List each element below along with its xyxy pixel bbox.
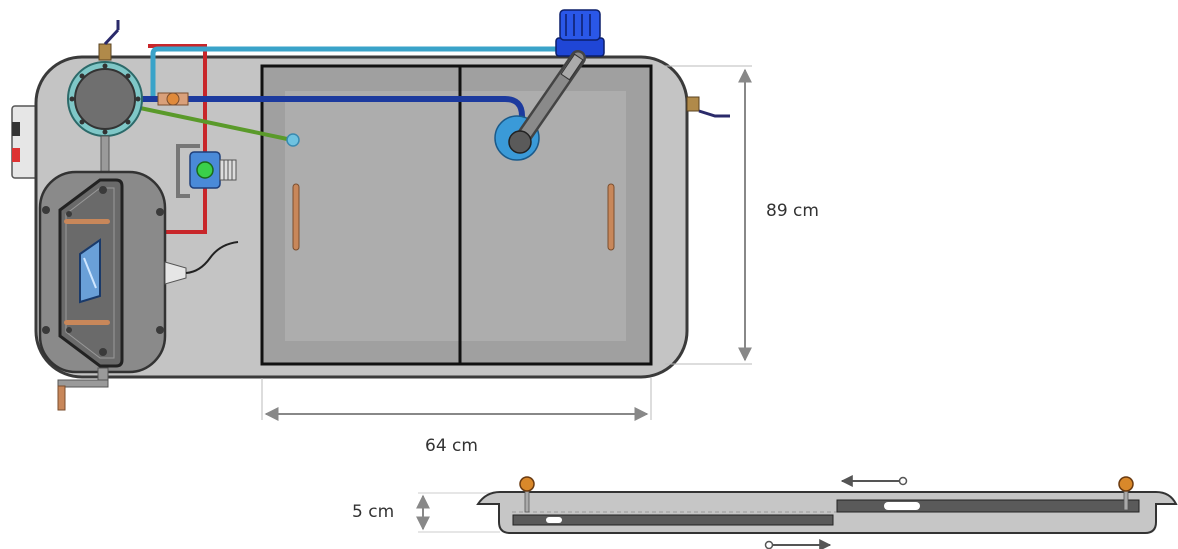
width-label: 64 cm [425, 436, 478, 456]
pump-motor[interactable] [555, 9, 605, 57]
knob-left[interactable] [519, 476, 535, 513]
knob-right[interactable] [1118, 476, 1134, 511]
tray-handle-left[interactable] [292, 183, 300, 251]
teal-pipe [150, 46, 578, 100]
tray-inner-left [285, 91, 459, 341]
boiler-handle-top[interactable] [64, 219, 110, 224]
tank-top-view [11, 9, 730, 411]
top-valve[interactable] [98, 20, 120, 61]
heating-element [164, 241, 239, 285]
width-dimension: 64 cm [261, 378, 652, 456]
lid-thickness-dimension: 5 cm [352, 492, 500, 533]
slide-arrow-right [764, 539, 832, 549]
slot-left [546, 517, 562, 523]
red-pipe [148, 44, 207, 234]
height-label: 89 cm [766, 201, 819, 221]
slide-arrow-left [840, 475, 908, 487]
side-panel [11, 105, 39, 179]
green-pipe-end [286, 133, 300, 147]
tray-inner-right [460, 91, 626, 341]
side-drain-valve[interactable] [686, 96, 730, 118]
spray-arm [494, 50, 586, 161]
lid-side-view: 5 cm [352, 475, 1178, 549]
inline-pump[interactable] [176, 144, 237, 198]
lid-rail-left [512, 514, 834, 526]
tray-handle-right[interactable] [607, 183, 615, 251]
slot-right [884, 502, 920, 510]
lid-thickness-label: 5 cm [352, 502, 394, 522]
pipe-fitting [157, 92, 189, 106]
boiler-handle-bottom[interactable] [64, 320, 110, 325]
drain-valve[interactable] [57, 367, 109, 411]
height-dimension: 89 cm [665, 65, 819, 365]
lid-rail-right [836, 499, 1140, 513]
green-pipe [139, 106, 293, 142]
